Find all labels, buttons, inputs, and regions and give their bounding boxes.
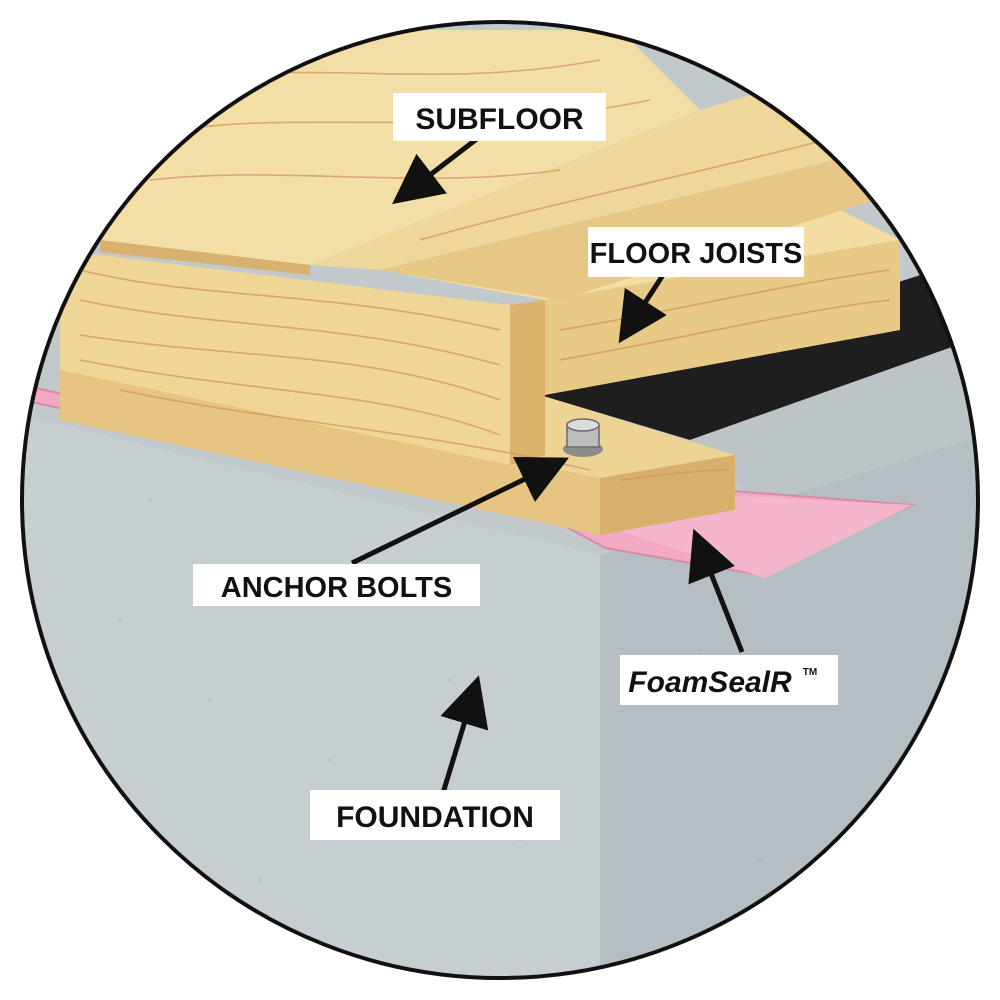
floor-joist-side — [545, 240, 900, 395]
subfloor-arrow — [392, 136, 480, 205]
floor-joists-arrow — [618, 273, 667, 344]
rim-joist-end — [510, 300, 545, 465]
anchor-bolts-arrow — [350, 456, 569, 566]
foundation-arrow — [440, 675, 489, 794]
concrete-top-surface — [690, 330, 978, 505]
label-floor-joists-text: FLOOR JOISTS — [590, 238, 803, 270]
foamsealr-arrow — [688, 528, 745, 653]
label-foamsealr: FoamSealR TM — [620, 655, 838, 705]
label-foundation-text: FOUNDATION — [336, 801, 534, 834]
label-subfloor-text: SUBFLOOR — [415, 103, 584, 136]
subfloor-panel-edge — [100, 240, 310, 275]
sill-plate-front — [60, 370, 600, 535]
label-foundation: FOUNDATION — [310, 790, 560, 840]
label-floor-joists: FLOOR JOISTS — [588, 227, 804, 277]
anchor-bolt — [563, 418, 603, 457]
label-anchor-bolts-text: ANCHOR BOLTS — [221, 572, 452, 604]
callout-arrows — [350, 136, 745, 794]
label-subfloor: SUBFLOOR — [393, 93, 606, 141]
sill-plate-end — [600, 455, 735, 535]
label-anchor-bolts: ANCHOR BOLTS — [193, 564, 480, 606]
circle-frame — [20, 20, 980, 980]
label-foamsealr-text: FoamSealR — [628, 666, 792, 699]
wood-grain — [79, 59, 901, 481]
label-foamsealr-trademark: TM — [803, 667, 817, 678]
